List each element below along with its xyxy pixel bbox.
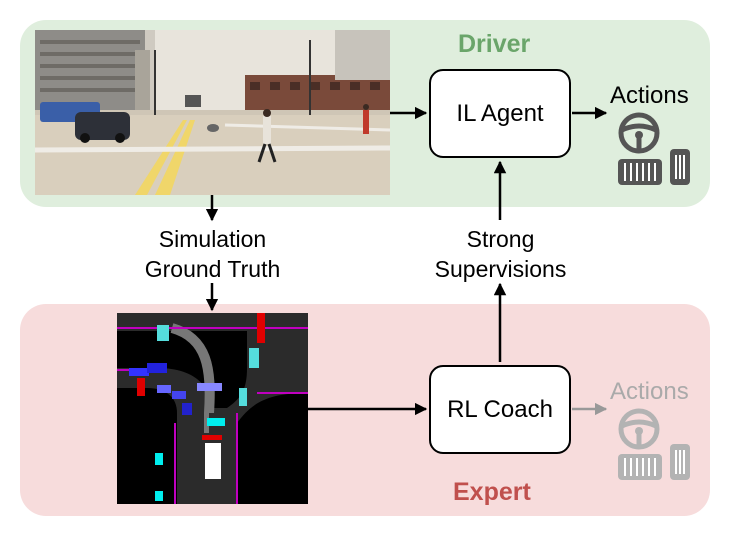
street-camera-image xyxy=(35,30,390,195)
driver-pedals-icon xyxy=(618,149,690,185)
expert-steering-wheel-icon xyxy=(618,408,660,450)
supervision-line1: Strong xyxy=(466,226,535,252)
expert-title: Expert xyxy=(453,478,531,506)
driver-steering-wheel-icon xyxy=(618,112,660,154)
driver-title: Driver xyxy=(458,30,531,58)
simulation-line1: Simulation xyxy=(158,226,267,252)
il-agent-box: IL Agent xyxy=(429,69,571,158)
strong-supervisions-label: Strong Supervisions xyxy=(408,224,593,284)
simulation-line2: Ground Truth xyxy=(144,256,281,282)
birds-eye-view-image xyxy=(117,313,308,504)
driver-actions-label: Actions xyxy=(610,82,689,109)
simulation-ground-truth-label: Simulation Ground Truth xyxy=(120,224,305,284)
supervision-line2: Supervisions xyxy=(434,256,567,282)
expert-actions-label: Actions xyxy=(610,378,689,405)
expert-pedals-icon xyxy=(618,444,690,480)
rl-coach-box: RL Coach xyxy=(429,365,571,454)
